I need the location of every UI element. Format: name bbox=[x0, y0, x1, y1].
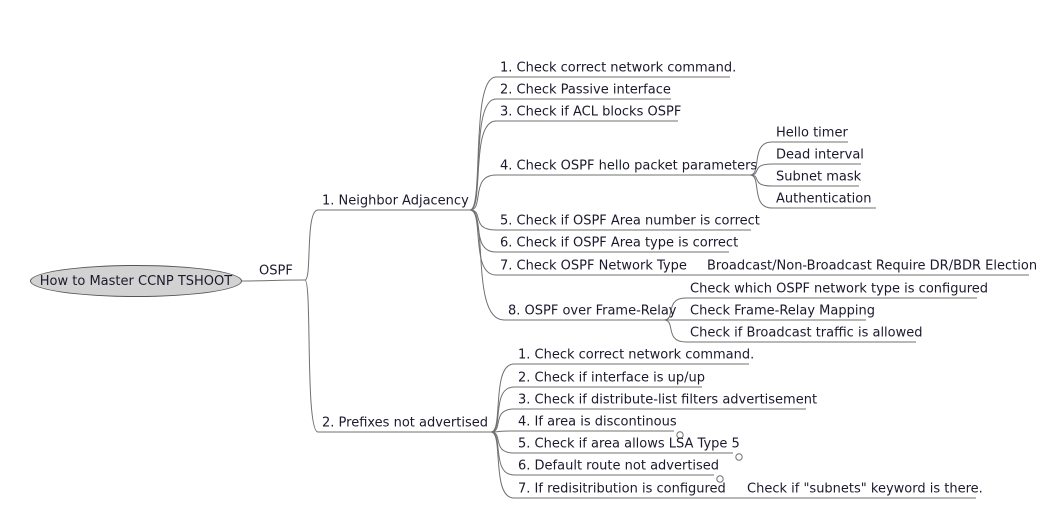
node-2-check-if-interface-is-up-up-label: 2. Check if interface is up/up bbox=[518, 370, 705, 386]
node-1-check-correct-network-command[interactable]: 1. Check correct network command. bbox=[518, 348, 754, 363]
node-check-frame-relay-mapping-label: Check Frame-Relay Mapping bbox=[690, 303, 875, 319]
node-subnet-mask-label: Subnet mask bbox=[776, 169, 862, 185]
node-7-check-ospf-network-type[interactable]: 7. Check OSPF Network Type bbox=[500, 259, 687, 274]
node-check-which-ospf-network-type-is-configured-label: Check which OSPF network type is configu… bbox=[690, 281, 989, 297]
node-hello-timer-label: Hello timer bbox=[776, 125, 848, 141]
node-5-check-if-area-allows-lsa-type-5[interactable]: 5. Check if area allows LSA Type 5 bbox=[518, 437, 740, 452]
node-4-check-ospf-hello-packet-parameters[interactable]: 4. Check OSPF hello packet parameters bbox=[500, 159, 757, 174]
node-8-ospf-over-frame-relay-label: 8. OSPF over Frame-Relay bbox=[508, 303, 677, 319]
node-check-frame-relay-mapping[interactable]: Check Frame-Relay Mapping bbox=[690, 304, 875, 319]
node-5-check-if-ospf-area-number-is-correct[interactable]: 5. Check if OSPF Area number is correct bbox=[500, 214, 760, 229]
node-check-if-subnets-keyword-is-there-label: Check if "subnets" keyword is there. bbox=[747, 481, 983, 497]
node-1-check-correct-network-command-label: 1. Check correct network command. bbox=[518, 347, 755, 363]
trunk-label-ospf-text: OSPF bbox=[259, 263, 293, 279]
node-3-check-if-distribute-list-filters-advertisement[interactable]: 3. Check if distribute-list filters adve… bbox=[518, 393, 817, 408]
node-1-check-correct-network-command-label: 1. Check correct network command. bbox=[500, 60, 737, 76]
node-dead-interval-label: Dead interval bbox=[776, 147, 864, 163]
node-4-if-area-is-discontinous[interactable]: 4. If area is discontinous bbox=[518, 415, 677, 430]
trunk-label-ospf[interactable]: OSPF bbox=[259, 264, 293, 279]
node-authentication[interactable]: Authentication bbox=[776, 192, 871, 207]
node-broadcast-non-broadcast-require-dr-bdr-election[interactable]: Broadcast/Non-Broadcast Require DR/BDR E… bbox=[707, 259, 1037, 274]
node-6-default-route-not-advertised[interactable]: 6. Default route not advertised bbox=[518, 459, 719, 474]
node-2-check-passive-interface[interactable]: 2. Check Passive interface bbox=[500, 83, 671, 98]
node-6-default-route-not-advertised-label: 6. Default route not advertised bbox=[518, 458, 720, 474]
root-node[interactable]: How to Master CCNP TSHOOT bbox=[30, 265, 242, 297]
node-3-check-if-distribute-list-filters-advertisement-label: 3. Check if distribute-list filters adve… bbox=[518, 392, 818, 408]
node-3-check-if-acl-blocks-ospf-label: 3. Check if ACL blocks OSPF bbox=[500, 104, 682, 120]
node-2-check-if-interface-is-up-up[interactable]: 2. Check if interface is up/up bbox=[518, 371, 705, 386]
node-broadcast-non-broadcast-require-dr-bdr-election-label: Broadcast/Non-Broadcast Require DR/BDR E… bbox=[707, 258, 1038, 274]
node-4-if-area-is-discontinous-label: 4. If area is discontinous bbox=[518, 414, 677, 430]
node-check-if-broadcast-traffic-is-allowed[interactable]: Check if Broadcast traffic is allowed bbox=[690, 326, 923, 341]
node-7-if-redisitribution-is-configured[interactable]: 7. If redisitribution is configured bbox=[518, 482, 726, 497]
node-1-check-correct-network-command[interactable]: 1. Check correct network command. bbox=[500, 61, 736, 76]
node-2-check-passive-interface-label: 2. Check Passive interface bbox=[500, 82, 671, 98]
node-6-check-if-ospf-area-type-is-correct-label: 6. Check if OSPF Area type is correct bbox=[500, 235, 739, 251]
node-1-neighbor-adjacency[interactable]: 1. Neighbor Adjacency bbox=[322, 194, 469, 209]
root-node-label: How to Master CCNP TSHOOT bbox=[39, 273, 233, 289]
node-hello-timer[interactable]: Hello timer bbox=[776, 126, 848, 141]
node-check-if-broadcast-traffic-is-allowed-label: Check if Broadcast traffic is allowed bbox=[690, 325, 923, 341]
node-subnet-mask[interactable]: Subnet mask bbox=[776, 170, 861, 185]
node-2-prefixes-not-advertised-label: 2. Prefixes not advertised bbox=[322, 415, 488, 431]
node-6-check-if-ospf-area-type-is-correct[interactable]: 6. Check if OSPF Area type is correct bbox=[500, 236, 738, 251]
node-4-check-ospf-hello-packet-parameters-label: 4. Check OSPF hello packet parameters bbox=[500, 158, 758, 174]
node-2-prefixes-not-advertised[interactable]: 2. Prefixes not advertised bbox=[322, 416, 488, 431]
node-5-check-if-ospf-area-number-is-correct-label: 5. Check if OSPF Area number is correct bbox=[500, 213, 760, 229]
node-authentication-label: Authentication bbox=[776, 191, 872, 207]
node-3-check-if-acl-blocks-ospf[interactable]: 3. Check if ACL blocks OSPF bbox=[500, 105, 681, 120]
node-check-if-subnets-keyword-is-there[interactable]: Check if "subnets" keyword is there. bbox=[747, 482, 983, 497]
node-7-check-ospf-network-type-label: 7. Check OSPF Network Type bbox=[500, 258, 687, 274]
node-dead-interval[interactable]: Dead interval bbox=[776, 148, 864, 163]
node-7-if-redisitribution-is-configured-label: 7. If redisitribution is configured bbox=[518, 481, 726, 497]
node-1-neighbor-adjacency-label: 1. Neighbor Adjacency bbox=[322, 193, 469, 209]
node-5-check-if-area-allows-lsa-type-5-label: 5. Check if area allows LSA Type 5 bbox=[518, 436, 740, 452]
node-check-which-ospf-network-type-is-configured[interactable]: Check which OSPF network type is configu… bbox=[690, 282, 988, 297]
node-8-ospf-over-frame-relay[interactable]: 8. OSPF over Frame-Relay bbox=[508, 304, 677, 319]
